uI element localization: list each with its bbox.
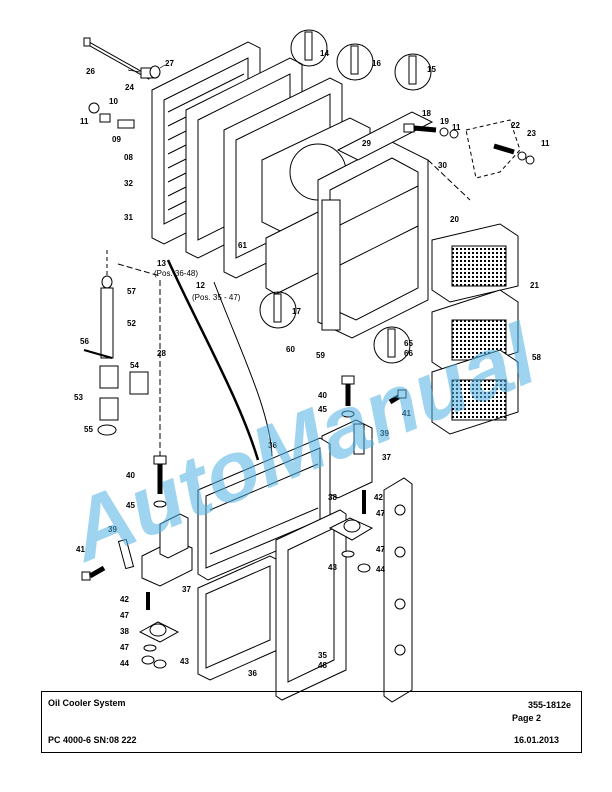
callout-19: 19 (440, 117, 449, 126)
callout-14: 14 (320, 49, 329, 58)
callout-42a: 42 (374, 493, 383, 502)
callout-61: 61 (238, 241, 247, 250)
callout-10: 10 (109, 97, 118, 106)
callout-57: 57 (127, 287, 136, 296)
callout-26: 26 (86, 67, 95, 76)
callout-47b: 47 (376, 545, 385, 554)
callout-41b: 41 (76, 545, 85, 554)
callout-58: 58 (532, 353, 541, 362)
mount-38-lower (138, 592, 180, 669)
callout-40a: 40 (318, 391, 327, 400)
frame-35 (275, 509, 347, 701)
callout-36a: 36 (268, 441, 277, 450)
document-date: 16.01.2013 (513, 735, 559, 745)
page-number: Page 2 (511, 713, 541, 723)
nut-24 (140, 65, 161, 79)
drawing-title: Oil Cooler System (48, 698, 126, 708)
nut-10 (99, 113, 111, 123)
mount-38-upper (328, 490, 374, 573)
frame-right (383, 477, 413, 703)
stud-09 (117, 119, 135, 129)
callout-45a: 45 (318, 405, 327, 414)
callout-59: 59 (316, 351, 325, 360)
callout-45b: 45 (126, 501, 135, 510)
callout-21: 21 (530, 281, 539, 290)
callout-66: 66 (404, 349, 413, 358)
callout-38a: 38 (328, 493, 337, 502)
pin-52 (100, 250, 114, 359)
callout-16: 16 (372, 59, 381, 68)
callout-13: 13 (157, 259, 166, 268)
callout-40b: 40 (126, 471, 135, 480)
callout-23: 23 (527, 129, 536, 138)
document-number: 355-1812e (527, 700, 571, 710)
callout-44b: 44 (120, 659, 129, 668)
pos-label-12: (Pos. 35 - 47) (192, 293, 241, 302)
callout-11b: 11 (452, 123, 461, 132)
callout-11c: 11 (541, 139, 550, 148)
callout-36b: 36 (248, 669, 257, 678)
nut-11 (88, 102, 100, 114)
callout-53: 53 (74, 393, 83, 402)
machine-serial: PC 4000-6 SN:08 222 (48, 735, 137, 745)
callout-20: 20 (450, 215, 459, 224)
detail-circle-17 (259, 291, 297, 329)
callout-15: 15 (427, 65, 436, 74)
callout-09: 09 (112, 135, 121, 144)
callout-54: 54 (130, 361, 139, 370)
callout-28: 28 (157, 349, 166, 358)
callout-38b: 38 (120, 627, 129, 636)
callout-12: 12 (196, 281, 205, 290)
callout-22: 22 (511, 121, 520, 130)
callout-41a: 41 (402, 409, 411, 418)
detail-circle-14 (290, 29, 328, 67)
callout-47c: 47 (120, 611, 129, 620)
detail-circle-15 (394, 53, 432, 91)
callout-48: 48 (318, 661, 327, 670)
callout-55: 55 (84, 425, 93, 434)
bolt-18 (403, 123, 459, 139)
bolt-40-lower (153, 455, 167, 508)
callout-32: 32 (124, 179, 133, 188)
bolt-40-upper (341, 375, 355, 418)
callout-31: 31 (124, 213, 133, 222)
bolt-22 (465, 119, 535, 179)
callout-29: 29 (362, 139, 371, 148)
callout-11a: 11 (80, 117, 89, 126)
callout-52: 52 (127, 319, 136, 328)
callout-60: 60 (286, 345, 295, 354)
callout-37b: 37 (182, 585, 191, 594)
callout-39a: 39 (380, 429, 389, 438)
callout-18: 18 (422, 109, 431, 118)
callout-42b: 42 (120, 595, 129, 604)
callout-43a: 43 (328, 563, 337, 572)
pos-label-13: (Pos. 36-48) (154, 269, 198, 278)
callout-24: 24 (125, 83, 134, 92)
callout-44a: 44 (376, 565, 385, 574)
bolt-41-lower (81, 565, 106, 581)
cooler-58 (431, 349, 519, 435)
callout-35: 35 (318, 651, 327, 660)
callout-17: 17 (292, 307, 301, 316)
callout-47a: 47 (376, 509, 385, 518)
callout-labels: 26 24 27 14 16 15 10 11 09 08 32 31 18 1… (74, 49, 550, 678)
callout-27: 27 (165, 59, 174, 68)
bracket-37-lower (117, 513, 193, 587)
bushings-53 (97, 365, 149, 436)
callout-65: 65 (404, 339, 413, 348)
callout-30: 30 (438, 161, 447, 170)
callout-39b: 39 (108, 525, 117, 534)
bolt-41-upper (388, 389, 407, 405)
title-block: Oil Cooler System 355-1812e Page 2 PC 40… (41, 691, 582, 753)
cooler-20 (431, 223, 519, 303)
callout-43b: 43 (180, 657, 189, 666)
detail-circle-65 (373, 326, 411, 364)
callout-37a: 37 (382, 453, 391, 462)
callout-56: 56 (80, 337, 89, 346)
detail-circle-16 (336, 43, 374, 81)
callout-47d: 47 (120, 643, 129, 652)
callout-08: 08 (124, 153, 133, 162)
